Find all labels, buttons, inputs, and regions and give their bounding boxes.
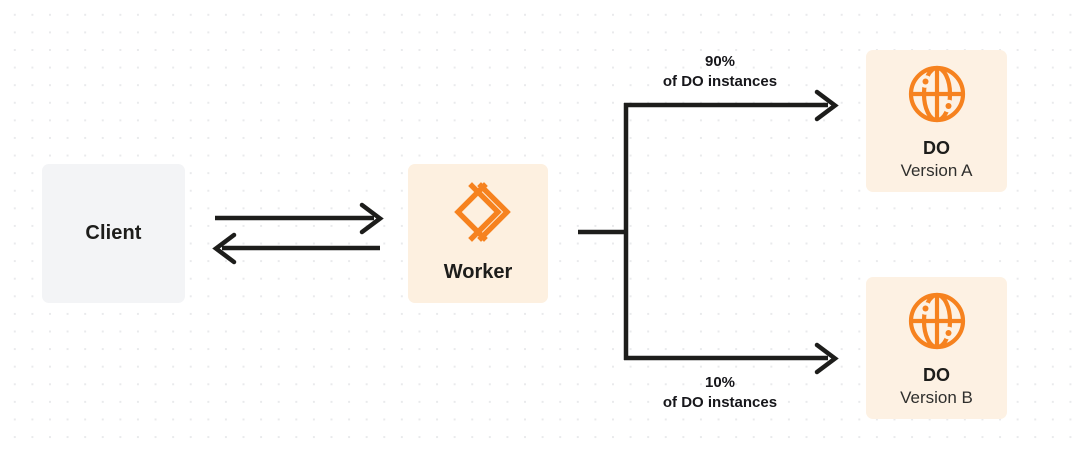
- globe-icon: [907, 291, 967, 351]
- node-do-b-name: DO: [923, 365, 950, 385]
- node-do-a-name: DO: [923, 138, 950, 158]
- response-arrow: [212, 232, 380, 265]
- request-arrow: [215, 202, 384, 235]
- edge-label-do-b-percent: 10%: [704, 374, 736, 391]
- edge-label-do-b-detail: of DO instances: [662, 394, 778, 412]
- globe-icon: [907, 64, 967, 124]
- edge-label-do-a-detail: of DO instances: [662, 73, 778, 91]
- edge-label-do-a: 90% of DO instances: [620, 52, 820, 93]
- node-do-version-b[interactable]: DO Version B: [866, 277, 1007, 419]
- edge-label-do-b: 10% of DO instances: [620, 373, 820, 414]
- edge-label-do-a-percent: 90%: [704, 53, 736, 70]
- node-client[interactable]: Client: [42, 164, 185, 303]
- node-do-b-version: Version B: [900, 387, 973, 407]
- node-do-version-a[interactable]: DO Version A: [866, 50, 1007, 192]
- edge-to-do-b: [624, 342, 839, 375]
- node-worker[interactable]: Worker: [408, 164, 548, 303]
- node-worker-label: Worker: [443, 261, 513, 283]
- cloudflare-workers-icon: [445, 182, 511, 242]
- node-client-label: Client: [85, 222, 142, 244]
- node-do-a-version: Version A: [900, 160, 973, 180]
- edge-to-do-a: [624, 89, 839, 122]
